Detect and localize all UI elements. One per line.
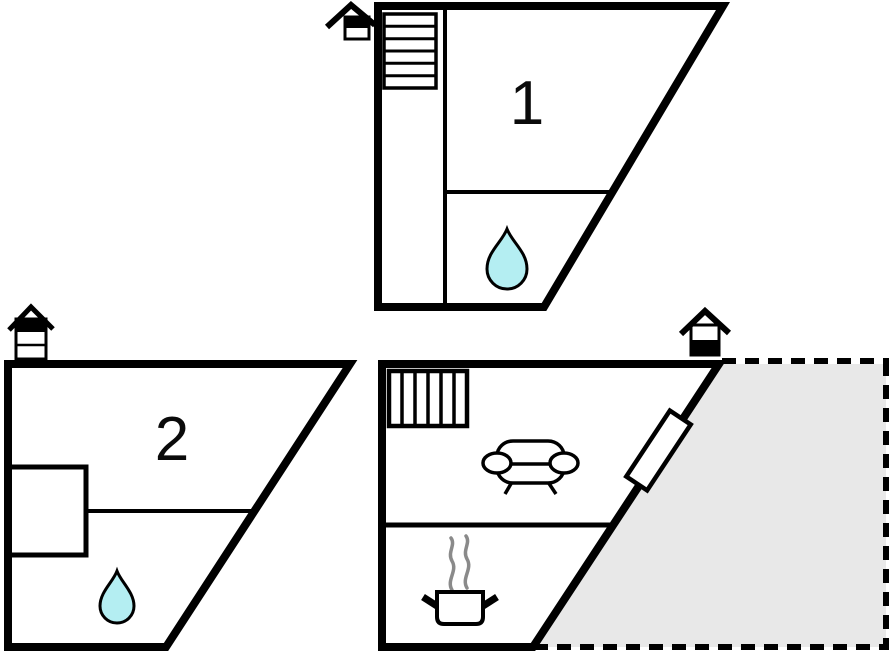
apartment-3 — [378, 360, 727, 651]
terrace-area — [533, 364, 886, 647]
house-orientation-icon-2 — [7, 303, 55, 361]
apartment-1-label: 1 — [510, 69, 544, 138]
radiator-icon — [386, 368, 470, 429]
water-drop-icon — [485, 224, 529, 291]
apartment-2: 2 — [4, 360, 358, 651]
door-icon — [623, 407, 694, 494]
apartment-2-small-room — [5, 464, 89, 558]
house-orientation-icon-1 — [324, 1, 377, 41]
steam-line — [448, 536, 456, 592]
apartment-1-outline — [374, 2, 731, 311]
sofa-icon — [481, 439, 580, 495]
steam-line — [463, 534, 471, 590]
cooking-pot-icon — [421, 534, 499, 626]
water-drop-icon — [98, 566, 136, 625]
house-orientation-icon-3 — [678, 306, 732, 357]
staircase-icon — [382, 12, 438, 90]
apartment-1: 1 — [374, 2, 731, 311]
terrace — [533, 358, 889, 650]
apartment-2-label: 2 — [155, 405, 189, 474]
